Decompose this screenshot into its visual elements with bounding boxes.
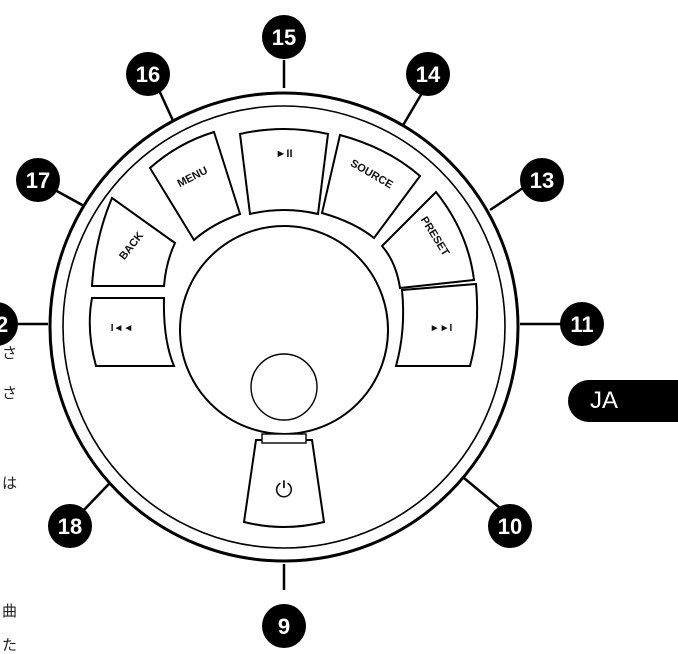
callout-11-circle	[560, 302, 604, 346]
callout-17-circle	[16, 158, 60, 202]
callout-14: 14	[416, 62, 441, 87]
callout-9: 9	[278, 614, 290, 639]
callout-16: 16	[136, 62, 160, 87]
knob-center-dimple	[250, 353, 318, 421]
margin-fragment: は	[2, 474, 18, 492]
margin-fragment: た	[2, 636, 18, 654]
language-badge-label: JA	[590, 387, 619, 414]
menu-pad	[148, 130, 242, 242]
status-light	[261, 433, 307, 444]
callout-12: 12	[0, 312, 8, 337]
callout-18-circle	[48, 504, 92, 548]
callout-13-circle	[520, 158, 564, 202]
callout-14-circle	[406, 52, 450, 96]
leader-16	[156, 87, 177, 126]
callout-10: 10	[498, 514, 522, 539]
language-badge: JA	[568, 380, 678, 422]
leader-13	[489, 186, 524, 212]
power-icon: ⏻	[275, 478, 292, 503]
remote-inner-ring	[62, 105, 506, 549]
margin-fragment: さ	[2, 344, 18, 362]
leader-17	[54, 188, 85, 208]
callout-13: 13	[530, 168, 554, 193]
prev-pad	[88, 297, 176, 367]
margin-fragment: さ	[2, 384, 18, 402]
callout-18: 18	[58, 514, 82, 539]
previous-track-icon: I◄◄	[111, 323, 134, 334]
play-pad	[238, 128, 330, 216]
play-pause-icon: ►II	[276, 148, 293, 160]
margin-fragment: 曲	[2, 602, 18, 620]
back-pad	[90, 196, 177, 287]
callout-9-circle	[262, 604, 306, 648]
callout-10-circle	[488, 504, 532, 548]
callout-11: 11	[570, 312, 593, 337]
callout-15: 15	[272, 25, 296, 50]
callout-15-circle	[262, 15, 306, 59]
callout-16-circle	[126, 52, 170, 96]
callout-17: 17	[26, 168, 50, 193]
power-pad	[242, 439, 326, 528]
next-pad	[394, 282, 479, 367]
source-pad	[320, 133, 422, 240]
next-track-icon: ►►I	[430, 323, 453, 334]
preset-pad	[380, 190, 476, 290]
callout-12-circle	[0, 302, 18, 346]
